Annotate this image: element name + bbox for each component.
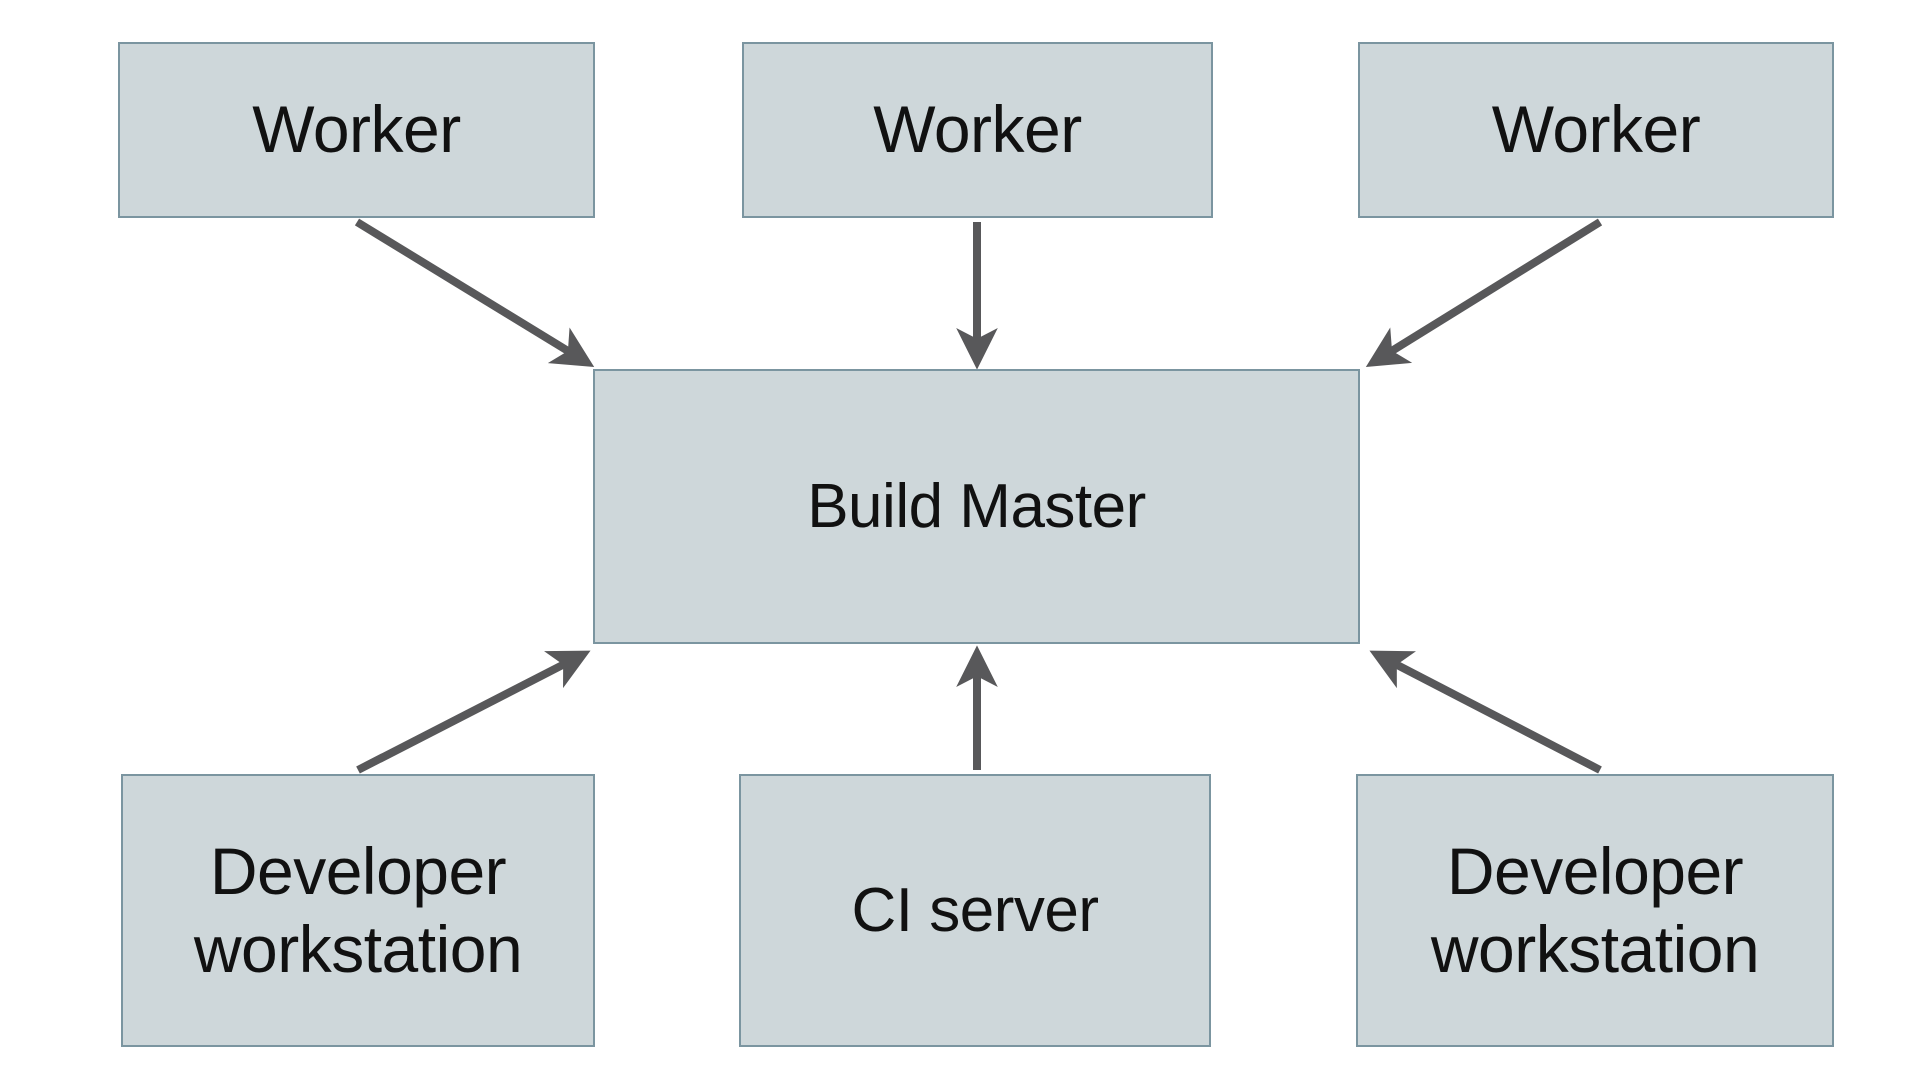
node-build-master[interactable]: Build Master xyxy=(593,369,1360,644)
node-worker-1[interactable]: Worker xyxy=(118,42,595,218)
edge-dev-ws-left-to-build-master xyxy=(356,650,591,774)
node-worker-2-label: Worker xyxy=(873,92,1082,167)
node-developer-workstation-left[interactable]: Developer workstation xyxy=(121,774,595,1047)
node-worker-3-label: Worker xyxy=(1491,92,1701,167)
edge-worker-3-to-build-master xyxy=(1365,218,1603,368)
node-worker-1-label: Worker xyxy=(252,92,461,167)
node-developer-workstation-right[interactable]: Developer workstation xyxy=(1356,774,1834,1047)
node-worker-2[interactable]: Worker xyxy=(742,42,1213,218)
node-ci-server-label: CI server xyxy=(851,875,1099,945)
node-ci-server[interactable]: CI server xyxy=(739,774,1211,1047)
edge-dev-ws-right-to-build-master xyxy=(1369,650,1602,774)
node-build-master-label: Build Master xyxy=(807,471,1146,541)
node-developer-workstation-left-label: Developer workstation xyxy=(193,833,523,986)
edge-worker-1-to-build-master xyxy=(354,218,595,368)
node-worker-3[interactable]: Worker xyxy=(1358,42,1834,218)
node-developer-workstation-right-label: Developer workstation xyxy=(1430,833,1760,986)
